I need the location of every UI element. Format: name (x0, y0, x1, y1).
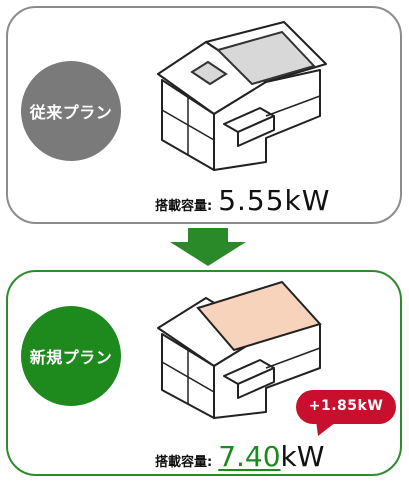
increase-text: +1.85kW (308, 398, 384, 414)
old-capacity: 搭載容量: 5.55kW (155, 184, 330, 217)
old-plan-badge: 従来プラン (21, 61, 121, 161)
new-house-illustration (157, 280, 322, 419)
new-capacity: 搭載容量: 7.40 kW (155, 440, 324, 473)
old-house-illustration (157, 21, 327, 171)
new-plan-badge-label: 新規プラン (29, 348, 113, 367)
old-solar-panel-right (216, 30, 316, 86)
increase-badge: +1.85kW (296, 388, 400, 438)
old-capacity-value: 5.55kW (218, 184, 331, 217)
old-solar-panel-left (190, 60, 228, 86)
new-capacity-number: 7.40 (218, 440, 281, 473)
new-capacity-label: 搭載容量: (155, 455, 213, 470)
new-plan-badge: 新規プラン (21, 306, 121, 406)
new-capacity-unit: kW (280, 440, 325, 473)
new-solar-panel (196, 280, 322, 352)
down-arrow-icon (170, 228, 246, 266)
old-capacity-label: 搭載容量: (155, 199, 213, 214)
increase-speech-bubble (296, 390, 396, 436)
old-plan-badge-label: 従来プラン (29, 103, 113, 122)
